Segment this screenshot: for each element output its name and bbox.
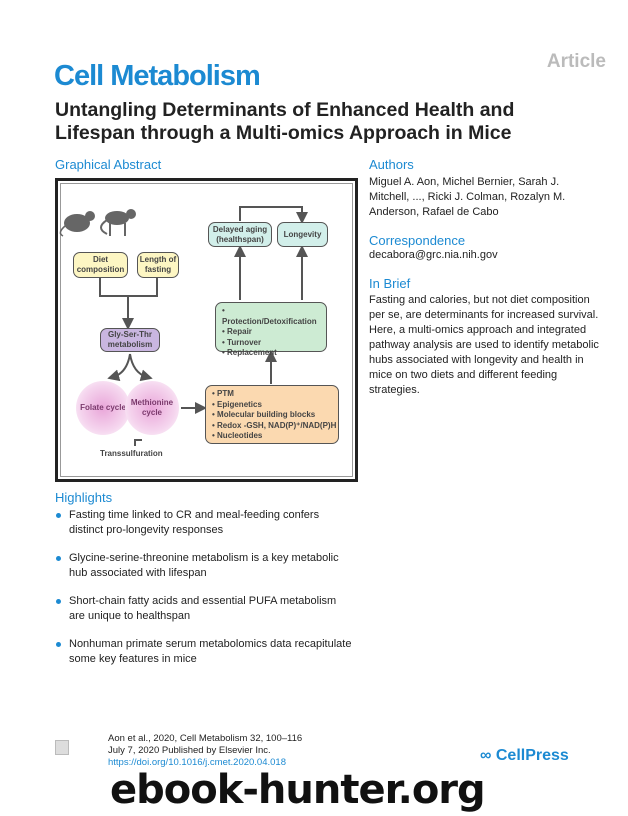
transsulfuration-label: Transsulfuration (100, 449, 163, 458)
length-of-fasting-box: Length of fasting (137, 252, 179, 278)
highlight-item: Short-chain fatty acids and essential PU… (55, 594, 355, 624)
methionine-cycle: Methionine cycle (125, 381, 179, 435)
list-item: • Protection/Detoxification (222, 306, 317, 326)
highlight-item: Fasting time linked to CR and meal-feedi… (55, 508, 355, 538)
graphical-abstract-label: Graphical Abstract (55, 157, 162, 172)
diet-composition-box: Diet composition (73, 252, 128, 278)
published: July 7, 2020 Published by Elsevier Inc. (108, 745, 271, 756)
mouse-icon (59, 211, 95, 237)
diagram-arrows (59, 206, 308, 446)
folate-cycle: Folate cycle (76, 381, 130, 435)
journal-logo: Cell Metabolism (54, 60, 261, 92)
watermark: ebook-hunter.org (110, 767, 486, 813)
paper-title: Untangling Determinants of Enhanced Heal… (55, 99, 515, 144)
list-item: • Turnover (222, 337, 262, 347)
in-brief-label: In Brief (369, 276, 411, 291)
cellpress-icon: ∞ (480, 747, 492, 764)
list-item: • Molecular building blocks (212, 410, 316, 419)
gly-ser-thr-box: Gly-Ser-Thr metabolism (100, 328, 160, 352)
ptm-box: • PTM • Epigenetics • Molecular building… (205, 385, 339, 444)
authors-label: Authors (369, 157, 414, 172)
doi-link[interactable]: https://doi.org/10.1016/j.cmet.2020.04.0… (108, 757, 286, 768)
longevity-box: Longevity (277, 222, 328, 247)
cellpress-logo: ∞ CellPress (480, 747, 569, 765)
footer-citation: Aon et al., 2020, Cell Metabolism 32, 10… (108, 733, 302, 769)
citation: Aon et al., 2020, Cell Metabolism 32, 10… (108, 733, 303, 744)
in-brief-text: Fasting and calories, but not diet compo… (369, 294, 599, 396)
highlights-list: Fasting time linked to CR and meal-feedi… (55, 508, 355, 667)
list-item: • Epigenetics (212, 399, 262, 409)
delayed-aging-box: Delayed aging (healthspan) (208, 222, 272, 247)
protection-box: • Protection/Detoxification • Repair • T… (215, 302, 327, 357)
highlight-item: Nonhuman primate serum metabolomics data… (55, 637, 355, 667)
check-for-updates-icon[interactable] (55, 740, 69, 755)
monkey-icon (100, 209, 136, 236)
publisher: CellPress (495, 747, 569, 764)
list-item: • Replacement (222, 348, 277, 357)
authors-text: Miguel A. Aon, Michel Bernier, Sarah J. … (369, 176, 566, 218)
correspondence-label: Correspondence (369, 233, 466, 248)
graphical-abstract: Diet composition Length of fasting Gly-S… (55, 178, 358, 482)
highlight-item: Glycine-serine-threonine metabolism is a… (55, 551, 355, 581)
list-item: • Repair (222, 327, 252, 336)
list-item: • Nucleotides (212, 431, 263, 440)
article-type: Article (546, 51, 606, 72)
correspondence-email[interactable]: decabora@grc.nia.nih.gov (369, 249, 498, 261)
list-item: • Redox -GSH, NAD(P)⁺/NAD(P)H (212, 420, 337, 430)
list-item: • PTM (212, 389, 234, 398)
highlights-label: Highlights (55, 490, 113, 505)
